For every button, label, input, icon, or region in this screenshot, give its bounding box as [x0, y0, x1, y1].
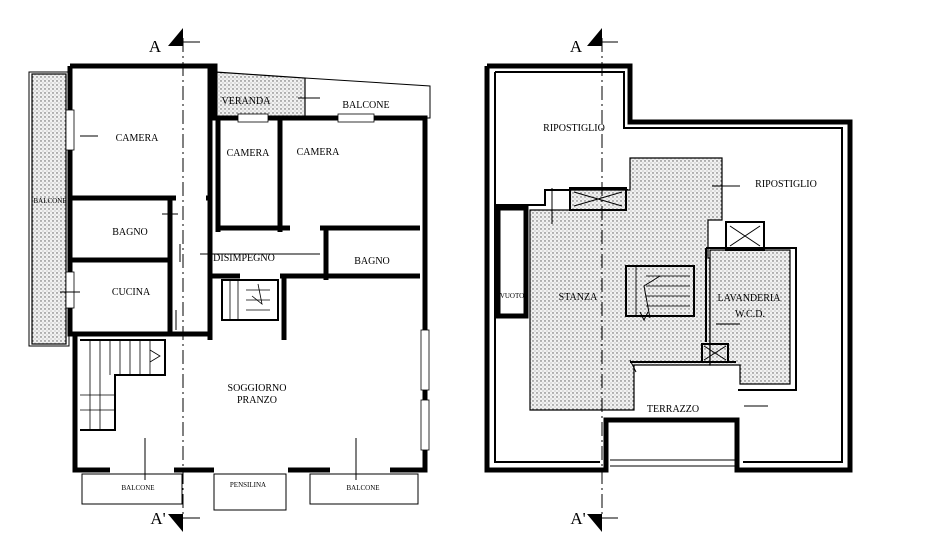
right-plan-outer-wall	[484, 63, 853, 473]
room-label-pranzo: PRANZO	[237, 395, 277, 406]
window	[65, 109, 75, 151]
room-label-wcd: W.C.D.	[735, 309, 765, 320]
right-plan-inner-wall	[494, 72, 600, 463]
section-label-top: A	[149, 37, 162, 56]
top-balcony-outline	[304, 77, 431, 119]
window	[420, 329, 430, 391]
veranda-hatch	[214, 71, 306, 119]
room-label-lavanderia: LAVANDERIA	[718, 293, 782, 304]
vuoto-box	[495, 205, 529, 319]
room-label-soggiorno: SOGGIORNO	[228, 383, 287, 394]
door-opening	[110, 466, 174, 474]
door-opening	[330, 466, 390, 474]
door-opening	[214, 466, 288, 474]
window	[337, 113, 375, 123]
room-label-camera-mid: CAMERA	[227, 148, 271, 159]
door-opening	[176, 256, 206, 263]
room-label-balcone-bottom-right: BALCONE	[346, 484, 379, 492]
lavanderia-walls	[706, 247, 797, 391]
room-label-balcone-top: BALCONE	[342, 100, 389, 111]
room-label-balcone-bottom-left: BALCONE	[121, 484, 154, 492]
side-balcony-hatch	[31, 73, 67, 345]
room-label-camera-right: CAMERA	[297, 147, 341, 158]
shaft-top	[569, 187, 627, 211]
stairs-upper	[221, 279, 279, 321]
room-label-disimpegno: DISIMPEGNO	[213, 253, 275, 264]
stairs-right	[625, 265, 695, 322]
left-floor-plan: CAMERA VERANDA BALCONE CAMERA CAMERA BAL…	[28, 28, 431, 532]
stairs-main	[80, 339, 166, 431]
room-label-bagno-right: BAGNO	[354, 256, 390, 267]
left-plan-outer-wall	[67, 63, 428, 473]
room-label-ripostiglio-left: RIPOSTIGLIO	[543, 123, 605, 134]
room-label-stanza: STANZA	[559, 292, 598, 303]
shaft-right	[725, 221, 765, 251]
window	[420, 399, 430, 451]
room-label-bagno-left: BAGNO	[112, 227, 148, 238]
room-label-balcone-side: BALCONE	[33, 197, 66, 205]
section-line-left: A A'	[149, 28, 200, 532]
pensilina-outline	[213, 473, 287, 511]
window	[65, 271, 75, 309]
door-opening	[214, 236, 222, 266]
section-label-top: A	[570, 37, 583, 56]
bottom-balcony-right-outline	[309, 473, 419, 505]
bottom-balcony-left-outline	[81, 473, 183, 505]
right-floor-plan: RIPOSTIGLIO RIPOSTIGLIO VUOTO STANZA LAV…	[484, 28, 853, 532]
door-opening	[290, 224, 320, 232]
section-label-bottom: A'	[570, 509, 585, 528]
room-label-vuoto: VUOTO	[500, 292, 524, 300]
room-label-pensilina: PENSILINA	[230, 481, 266, 489]
room-label-camera-left: CAMERA	[116, 133, 160, 144]
lavanderia-hatch	[709, 249, 791, 385]
section-label-bottom: A'	[150, 509, 165, 528]
room-label-cucina: CUCINA	[112, 287, 151, 298]
section-line-right: A A'	[570, 28, 618, 532]
room-label-ripostiglio-right: RIPOSTIGLIO	[755, 179, 817, 190]
tick	[629, 359, 637, 373]
door-opening	[176, 195, 206, 202]
room-label-terrazzo: TERRAZZO	[647, 404, 699, 415]
room-label-veranda: VERANDA	[222, 96, 272, 107]
window	[237, 113, 269, 123]
